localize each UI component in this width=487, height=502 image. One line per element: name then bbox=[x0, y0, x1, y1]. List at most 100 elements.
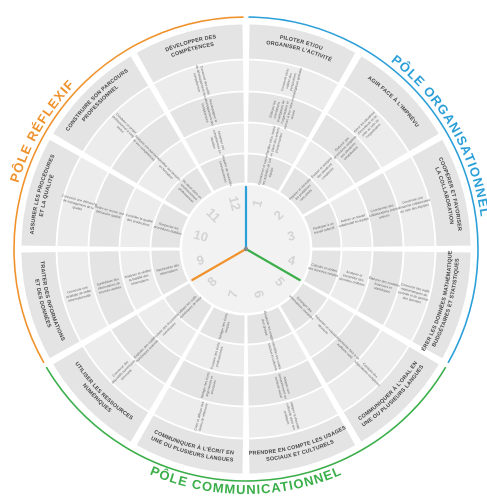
pole-arc-organisationnel bbox=[248, 16, 479, 364]
domain-sector-1 bbox=[248, 23, 357, 84]
skill-text-4-4: Calculer et vérifierdes données simples bbox=[308, 262, 340, 278]
skill-cell-11-3 bbox=[137, 140, 198, 201]
skill-cell-6-4 bbox=[246, 306, 293, 345]
skill-cell-10-4 bbox=[150, 202, 189, 249]
skill-cell-5-3 bbox=[294, 297, 355, 358]
skill-cell-12-3 bbox=[183, 122, 246, 166]
domain-sector-4 bbox=[411, 251, 472, 360]
skill-text-12-2: Accompagner ledéveloppement descompétenc… bbox=[199, 96, 219, 127]
domain-sector-7 bbox=[135, 414, 244, 475]
domain-number-9: 9 bbox=[195, 252, 206, 268]
domain-sector-6 bbox=[248, 414, 357, 475]
pole-spoke-communicationnel bbox=[244, 247, 301, 282]
skill-cell-3-2 bbox=[356, 171, 404, 248]
domain-number-12: 12 bbox=[226, 194, 244, 212]
skill-text-9-2: Synthétiser desinformations desources va… bbox=[96, 277, 122, 295]
skill-text-10-2: Mettre en œuvre unedémarche qualité bbox=[93, 204, 125, 220]
skill-cell-1-2 bbox=[247, 91, 324, 139]
skill-text-2-3: Évaluer et analyserdes situationscomplex… bbox=[309, 155, 339, 185]
skill-cell-7-2 bbox=[168, 359, 245, 407]
skill-text-7-3: Produire des écritsprofessionnels bbox=[210, 342, 225, 371]
skill-text-9-1: Concevoir unestratégie de veilleinformat… bbox=[64, 285, 92, 304]
skill-cell-1-1 bbox=[247, 59, 339, 112]
skill-cell-3-4 bbox=[303, 202, 342, 249]
skill-cell-1-4 bbox=[246, 153, 293, 192]
skill-cell-6-3 bbox=[246, 332, 309, 376]
domain-number-3: 3 bbox=[286, 228, 297, 244]
skill-cell-10-2 bbox=[88, 171, 136, 248]
domain-number-7: 7 bbox=[225, 289, 241, 300]
skill-cell-8-3 bbox=[137, 297, 198, 358]
skill-cell-4-1 bbox=[383, 250, 436, 342]
pole-title-communicationnel: PÔLE COMMUNICATIONNEL bbox=[148, 463, 344, 497]
skill-text-1-3: Planifier et/ou mettreen place des actio… bbox=[265, 125, 285, 158]
skill-cell-4-4 bbox=[303, 249, 342, 296]
skill-text-12-3: Mobiliser sescompétences ensituation bbox=[208, 129, 226, 156]
domain-number-10: 10 bbox=[192, 227, 210, 245]
skill-text-7-4: Rédiger des écritssimples bbox=[218, 313, 233, 341]
skill-cell-9-3 bbox=[119, 249, 163, 312]
domain-sector-5 bbox=[342, 345, 440, 443]
skill-cell-7-4 bbox=[199, 306, 246, 345]
skill-cell-5-1 bbox=[326, 329, 409, 412]
skill-cell-10-1 bbox=[56, 156, 109, 248]
skill-cell-3-3 bbox=[329, 186, 373, 249]
skill-cell-1-3 bbox=[246, 122, 309, 166]
domain-sector-11 bbox=[52, 55, 150, 153]
skill-text-4-1: Concevoir des outilsmathématiques decont… bbox=[396, 282, 431, 306]
skill-text-9-3: Analyser et vérifierla fiabilité desinfo… bbox=[124, 268, 154, 287]
skill-cell-9-1 bbox=[56, 250, 109, 342]
pole-spoke-reflexif bbox=[191, 247, 248, 282]
hub-center-dot bbox=[243, 246, 249, 252]
skill-text-9-4: Rechercher desinformations bbox=[156, 263, 181, 277]
skill-cell-4-2 bbox=[356, 250, 404, 327]
skill-cell-10-3 bbox=[119, 186, 163, 249]
skill-cell-8-4 bbox=[163, 282, 213, 332]
domain-sector-2 bbox=[342, 55, 440, 153]
domain-number-6: 6 bbox=[251, 289, 267, 300]
skill-cell-7-1 bbox=[153, 386, 245, 439]
domain-sector-10 bbox=[20, 138, 81, 247]
skill-cell-2-4 bbox=[279, 166, 329, 216]
skill-cell-11-2 bbox=[110, 113, 182, 185]
domain-number-4: 4 bbox=[286, 252, 298, 269]
skill-cell-9-4 bbox=[150, 249, 189, 296]
pole-arc-communicationnel bbox=[45, 366, 447, 482]
skill-text-6-2: Adapter soncomportement aucontexte socia… bbox=[273, 372, 292, 400]
domain-number-1: 1 bbox=[249, 198, 265, 209]
skill-cell-2-1 bbox=[326, 86, 409, 169]
skill-cell-12-4 bbox=[199, 153, 246, 192]
skill-cell-12-2 bbox=[168, 91, 245, 139]
skill-cell-11-4 bbox=[163, 166, 213, 216]
skill-text-10-4: Respecter lesprocédures établies bbox=[153, 221, 183, 236]
skill-cell-3-1 bbox=[383, 156, 436, 248]
skill-text-12-1: Concevoir des outilsde développement des… bbox=[191, 64, 212, 100]
skill-cell-2-3 bbox=[294, 140, 355, 201]
skill-cell-12-1 bbox=[153, 59, 245, 112]
skill-text-7-2: Rédiger des écritsargumentés etstructuré… bbox=[200, 371, 219, 400]
domain-sector-9 bbox=[20, 251, 81, 360]
skill-cell-6-2 bbox=[247, 359, 324, 407]
skill-text-3-2: Coordonner descollaborations entreacteur… bbox=[368, 203, 399, 222]
skill-cell-5-2 bbox=[310, 313, 382, 385]
skill-text-3-1: Construire unedémarche collaborativeau s… bbox=[396, 194, 432, 215]
domain-sector-3 bbox=[411, 138, 472, 247]
skill-cell-8-2 bbox=[110, 313, 182, 385]
domain-sector-8 bbox=[52, 345, 150, 443]
ring-layer bbox=[20, 23, 472, 475]
pole-arc-reflexif bbox=[13, 16, 244, 364]
domain-sector-12 bbox=[135, 23, 244, 84]
skill-text-4-3: Analyser etinterpréter desdonnées chiffr… bbox=[339, 268, 368, 287]
skill-text-6-1: Intégrer la diversitéculturelle dans ses… bbox=[281, 401, 300, 431]
skill-text-3-4: Participer à untravail collectif bbox=[312, 222, 335, 235]
skill-cell-6-1 bbox=[247, 386, 339, 439]
skill-cell-9-2 bbox=[88, 250, 136, 327]
skill-cell-8-1 bbox=[83, 329, 166, 412]
skill-cell-11-1 bbox=[83, 86, 166, 169]
skill-cell-2-2 bbox=[310, 113, 382, 185]
skill-cell-4-3 bbox=[329, 249, 373, 312]
skill-text-6-3: Identifier les codessociaux et culturels bbox=[267, 342, 282, 372]
skill-text-10-3: Contrôler la qualitédes productions bbox=[124, 213, 153, 228]
